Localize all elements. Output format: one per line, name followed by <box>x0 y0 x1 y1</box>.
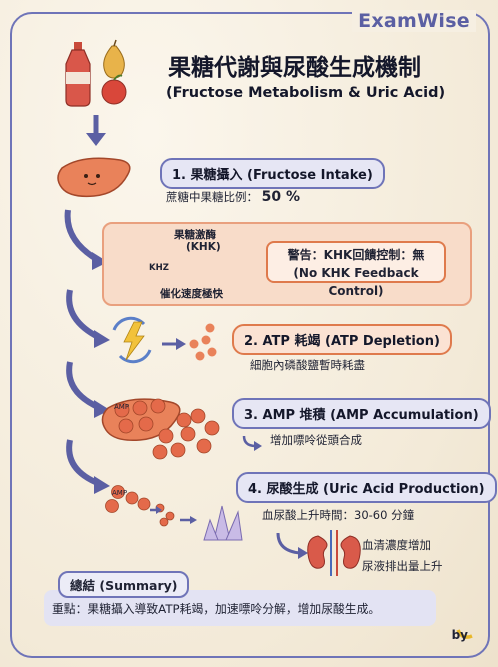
step-1-note: 蔗糖中果糖比例： 50 % <box>166 189 300 205</box>
khk-warning-line-1: 警告：KHK回饋控制：無 <box>287 248 425 262</box>
step-2-note: 細胞內磷酸鹽暫時耗盡 <box>250 358 365 372</box>
liver-icon <box>57 157 131 198</box>
amp-badge-2: AMP <box>112 489 128 497</box>
amp-badge: AMP <box>114 403 130 411</box>
soda-bottle-icon <box>65 42 91 107</box>
step-1-note-value: 50 % <box>261 189 301 205</box>
khk-enzyme-abbr: (KHK) <box>186 241 221 253</box>
kidney-icon <box>307 530 361 576</box>
summary-text: 重點：果糖攝入導致ATP耗竭，加速嘌呤分解，增加尿酸生成。 <box>52 602 381 616</box>
footer-credit: by <box>451 628 468 642</box>
frame-border <box>10 12 490 658</box>
uric-acid-crystal-icon <box>203 505 243 541</box>
khk-enzyme-name: 果糖激酶 <box>174 229 216 241</box>
atp-depletion-icon <box>112 316 152 364</box>
khk-warning: 警告：KHK回饋控制：無 (No KHK Feedback Control) <box>266 241 446 298</box>
kidney-note-2: 尿液排出量上升 <box>362 559 443 573</box>
khk-speed-label: 催化速度極快 <box>160 288 223 300</box>
page-subtitle: (Fructose Metabolism & Uric Acid) <box>166 85 446 101</box>
step-3-label: 3. AMP 堆積 (AMP Accumulation) <box>232 398 491 429</box>
step-3-note: 增加嘌呤從頭合成 <box>270 433 362 447</box>
step-4-label: 4. 尿酸生成 (Uric Acid Production) <box>236 472 497 503</box>
summary-title: 總結 (Summary) <box>58 571 190 598</box>
step-4-note: 血尿酸上升時間：30-60 分鐘 <box>262 508 415 522</box>
step-1-note-label: 蔗糖中果糖比例： <box>166 190 258 204</box>
step-2-label: 2. ATP 耗竭 (ATP Depletion) <box>232 324 452 355</box>
khk-badge: KHZ <box>149 263 169 273</box>
brand-logo: ExamWise <box>352 10 476 32</box>
khk-warning-line-2: (No KHK Feedback Control) <box>293 266 419 298</box>
fruit-icon <box>101 39 127 105</box>
banana-icon <box>456 629 473 639</box>
step-1-label: 1. 果糖攝入 (Fructose Intake) <box>160 158 385 189</box>
page-title: 果糖代謝與尿酸生成機制 <box>168 55 421 81</box>
kidney-note-1: 血清濃度增加 <box>362 538 431 552</box>
